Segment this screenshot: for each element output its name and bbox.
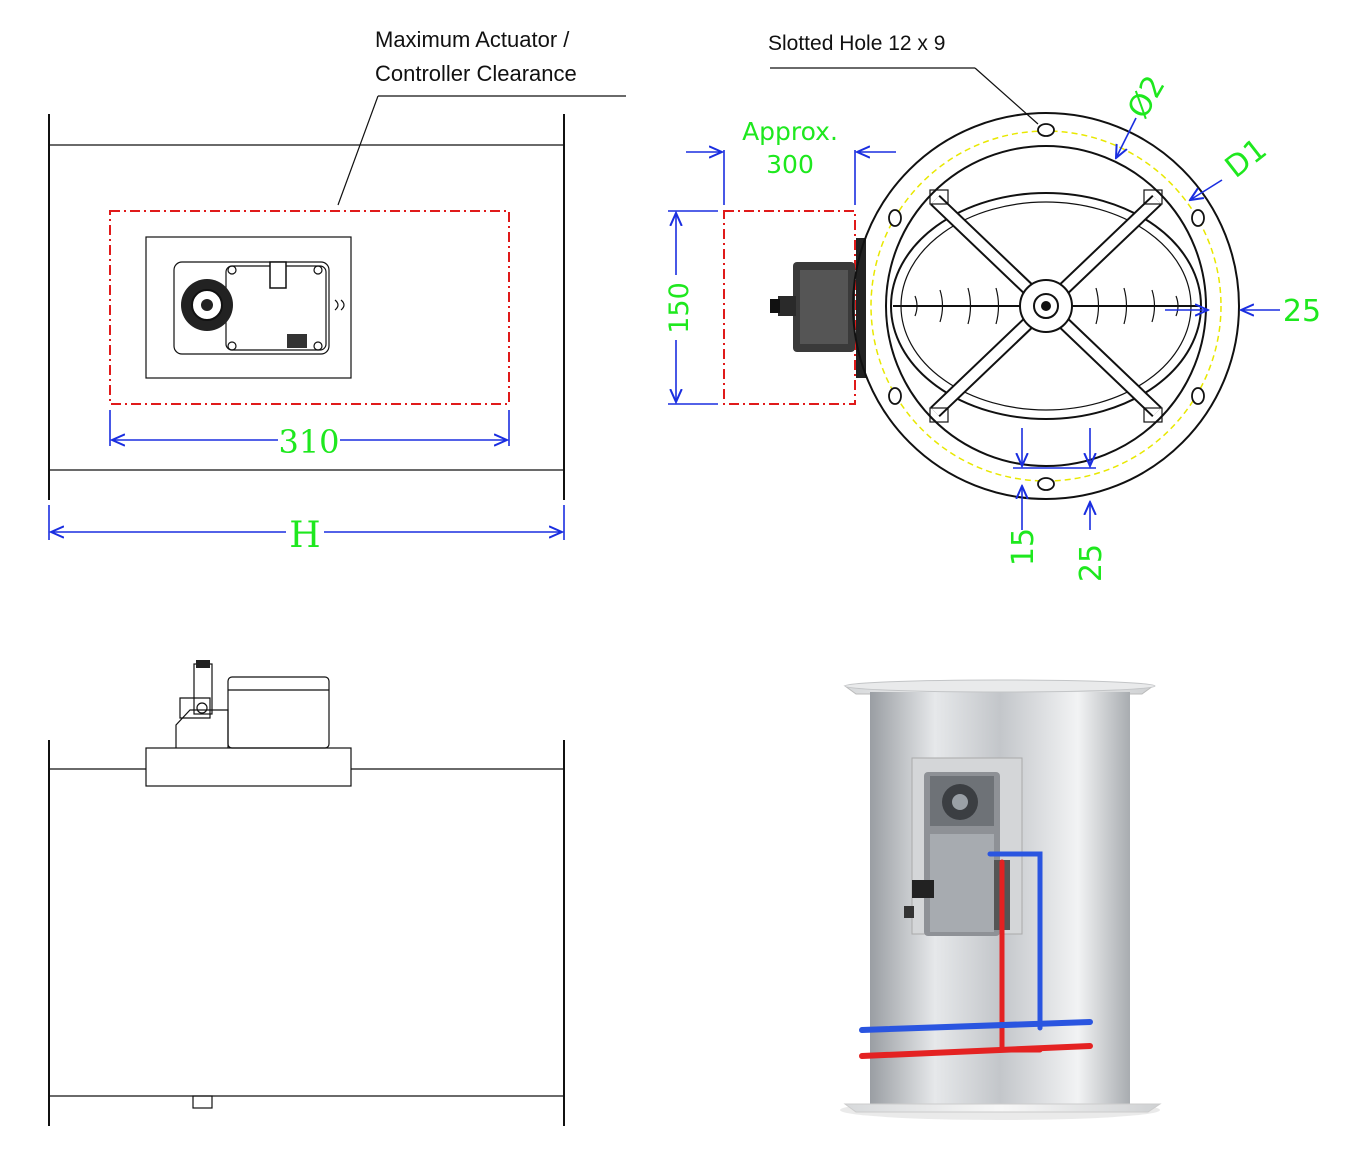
slotted-hole-label: Slotted Hole 12 x 9 <box>768 32 945 55</box>
actuator-render-icon <box>904 757 1023 936</box>
front-view: Approx. 300 150 Slotted Hole 12 x 9 Ø2 D… <box>664 32 1321 582</box>
dimension-phi2: Ø2 <box>1121 70 1173 124</box>
dimension-H: H <box>289 515 320 556</box>
dimension-25-bottom: 25 <box>1074 544 1109 582</box>
flange-holes <box>888 123 1205 491</box>
clearance-box-top <box>109 210 510 405</box>
actuator-side-icon <box>770 238 866 378</box>
top-view: Maximum Actuator / Controller Clearance … <box>48 27 626 556</box>
dimension-25-right: 25 <box>1283 294 1321 329</box>
approx-label-line2: 300 <box>766 150 814 179</box>
actuator-side-profile-icon <box>175 660 330 749</box>
clearance-label-line1: Maximum Actuator / <box>375 27 570 52</box>
cable-wires <box>859 851 1093 1059</box>
product-render <box>840 679 1162 1120</box>
side-view <box>48 660 565 1126</box>
dimension-15: 15 <box>1006 528 1041 566</box>
dimension-310: 310 <box>278 423 339 461</box>
clearance-label-line2: Controller Clearance <box>375 61 577 86</box>
dimension-150: 150 <box>664 282 695 334</box>
approx-label-line1: Approx. <box>742 117 838 146</box>
dimension-D1: D1 <box>1219 132 1274 186</box>
damper-blade <box>893 189 1200 423</box>
actuator-top-icon <box>173 261 345 355</box>
